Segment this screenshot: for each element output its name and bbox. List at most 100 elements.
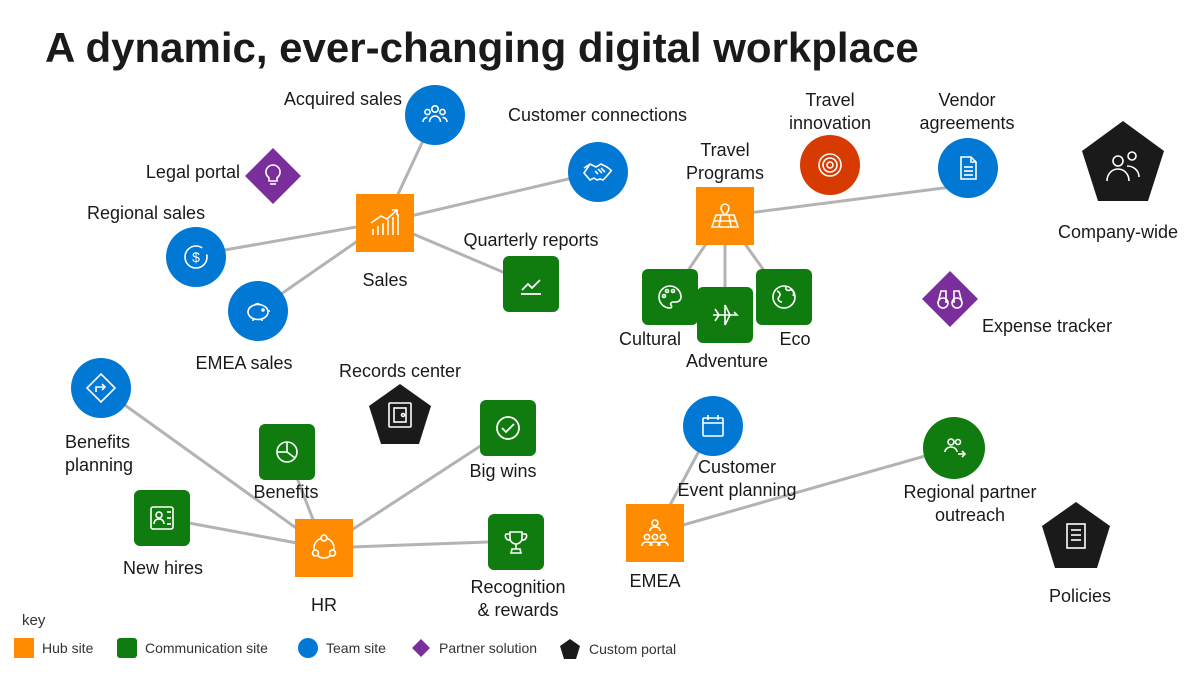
people-icon — [422, 105, 448, 123]
vendor-agreements-node[interactable] — [938, 138, 998, 198]
people-arrow-icon — [944, 438, 967, 458]
acquired-sales-label: Acquired sales — [283, 89, 402, 109]
eco-node[interactable] — [756, 269, 812, 325]
benefits-planning-node[interactable] — [71, 358, 131, 418]
direction-icon — [85, 372, 117, 404]
benefits-label: Benefits — [253, 482, 319, 502]
binoculars-icon — [937, 290, 963, 309]
customer-event-planning-node[interactable] — [683, 396, 743, 456]
expense-tracker-node[interactable] — [921, 270, 979, 328]
connector-sales-regional — [195, 220, 386, 257]
recognition-label-line1: Recognition — [470, 577, 566, 597]
quarterly-reports-node[interactable] — [503, 256, 559, 312]
emea-hub-node[interactable] — [626, 504, 684, 562]
org-chart-icon — [641, 519, 669, 547]
connector-hr-recognition — [323, 539, 517, 550]
target-icon — [818, 153, 842, 177]
regional-partner-outreach-node[interactable] — [923, 417, 985, 479]
key-title: key — [22, 612, 46, 629]
safe-icon — [388, 402, 412, 428]
regional-sales-label: Regional sales — [87, 203, 206, 223]
hr-label: HR — [311, 595, 337, 615]
sales-hub-node[interactable] — [356, 194, 414, 252]
legal-portal-node[interactable] — [244, 147, 302, 205]
connector-hr-benefits-planning — [100, 386, 325, 550]
travel-programs-label-line2: Programs — [685, 163, 765, 183]
hr-hub-node[interactable] — [295, 519, 353, 577]
adventure-node[interactable] — [697, 287, 753, 343]
network-icon — [311, 534, 337, 559]
quarterly-reports-label: Quarterly reports — [463, 230, 599, 250]
list-document-icon — [1066, 523, 1086, 549]
new-hires-label: New hires — [122, 558, 204, 578]
regional-partner-label-line2: outreach — [934, 505, 1006, 525]
policies-label: Policies — [1048, 586, 1112, 606]
emea-sales-node[interactable] — [228, 281, 288, 341]
people-icon — [1106, 151, 1140, 182]
company-wide-node[interactable] — [1080, 119, 1166, 205]
records-center-node[interactable] — [368, 383, 432, 445]
new-hires-node[interactable] — [134, 490, 190, 546]
big-wins-node[interactable] — [480, 400, 536, 456]
key-custom-swatch — [560, 639, 580, 659]
connector-hr-big-wins — [323, 426, 509, 550]
key-communication-swatch — [117, 638, 137, 658]
customer-connections-node[interactable] — [568, 142, 628, 202]
travel-innovation-node[interactable] — [800, 135, 860, 195]
vendor-agreements-label: Vendor agreements — [905, 89, 1029, 135]
map-icon — [710, 203, 740, 228]
acquired-sales-node[interactable] — [405, 85, 465, 145]
benefits-planning-label-line2: planning — [65, 455, 134, 475]
svg-text:$: $ — [192, 249, 200, 265]
handshake-icon — [582, 163, 613, 181]
key-item-partner-solution: Partner solution — [411, 638, 537, 658]
key-custom-label: Custom portal — [589, 641, 677, 657]
policies-node[interactable] — [1040, 500, 1112, 570]
key-team-label: Team site — [326, 640, 386, 656]
eco-label: Eco — [779, 329, 811, 349]
benefits-node[interactable] — [259, 424, 315, 480]
big-wins-label: Big wins — [469, 461, 537, 481]
key-hub-swatch — [14, 638, 34, 658]
calendar-icon — [702, 415, 724, 437]
key-hub-label: Hub site — [42, 640, 94, 656]
travel-innovation-label-line2: innovation — [788, 113, 872, 133]
travel-programs-hub-node[interactable] — [696, 187, 754, 245]
key-partner-swatch — [412, 639, 430, 657]
connector-travel-vendor — [724, 183, 968, 218]
benefits-planning-label-line1: Benefits — [65, 432, 131, 452]
emea-sales-label: EMEA sales — [195, 353, 293, 373]
expense-tracker-label: Expense tracker — [982, 316, 1113, 336]
connector-emea-regional-partner — [654, 446, 954, 535]
cultural-node[interactable] — [642, 269, 698, 325]
regional-sales-node[interactable]: $ — [166, 227, 226, 287]
company-wide-label: Company-wide — [1057, 222, 1179, 242]
pie-chart-icon — [276, 441, 298, 463]
key-item-custom-portal: Custom portal — [559, 638, 676, 660]
regional-partner-label-line1: Regional partner — [903, 482, 1037, 502]
sales-label: Sales — [362, 270, 408, 290]
travel-programs-label-line1: Travel — [700, 140, 750, 160]
dollar-icon: $ — [184, 245, 208, 269]
customer-event-planning-label: Customer Event planning — [654, 456, 820, 502]
recognition-label-line2: & rewards — [477, 600, 559, 620]
emea-label: EMEA — [629, 571, 681, 591]
growth-chart-icon — [370, 209, 399, 235]
customer-event-label-line2: Event planning — [677, 480, 797, 500]
recognition-node[interactable] — [488, 514, 544, 570]
customer-event-label-line1: Customer — [697, 457, 777, 477]
vendor-agreements-label-line2: agreements — [919, 113, 1015, 133]
customer-connections-label: Customer connections — [507, 105, 688, 125]
document-icon — [960, 156, 977, 180]
checkmark-icon — [496, 416, 520, 440]
key-item-hub-site: Hub site — [14, 638, 93, 658]
trophy-icon — [504, 531, 528, 554]
regional-partner-outreach-label: Regional partner outreach — [880, 481, 1060, 527]
records-center-label: Records center — [338, 361, 462, 381]
key-communication-label: Communication site — [145, 640, 268, 656]
piggy-bank-icon — [247, 302, 270, 321]
lightbulb-icon — [265, 164, 281, 185]
key-item-team-site: Team site — [298, 638, 386, 658]
legal-portal-label: Legal portal — [145, 162, 240, 182]
